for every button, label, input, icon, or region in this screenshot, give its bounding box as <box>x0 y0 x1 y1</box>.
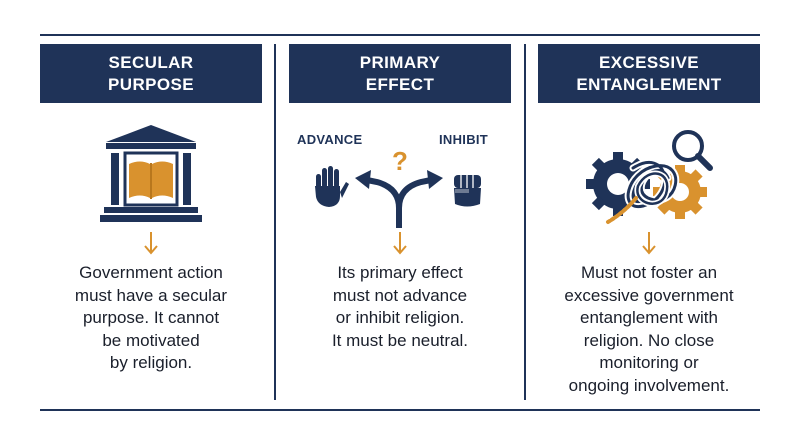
panel-description: Its primary effect must not advance or i… <box>289 262 511 352</box>
panel-secular-purpose: SECULAR PURPOSE Government action must h… <box>40 44 262 400</box>
description-line: excessive government <box>564 285 734 305</box>
description-line: Government action <box>79 263 223 282</box>
forked-arrow-question-icon: ? <box>315 146 481 228</box>
bottom-rule <box>40 409 760 411</box>
description-line: religion. No close <box>583 330 715 350</box>
tangled-gears-magnifier-icon <box>586 130 713 224</box>
description-line: entanglement with <box>580 308 718 327</box>
inhibit-label: INHIBIT <box>439 132 489 147</box>
panel-title-line: PRIMARY <box>359 52 441 72</box>
top-rule <box>40 34 760 36</box>
panel-title: PRIMARY EFFECT <box>289 44 511 103</box>
description-line: It must be neutral. <box>331 330 469 350</box>
magnifier-icon <box>672 130 713 171</box>
description-line: must have a secular <box>74 285 228 305</box>
panel-title-line: SECULAR <box>108 52 194 72</box>
column-divider-1 <box>274 44 276 400</box>
description-line: monitoring or <box>599 353 699 372</box>
advance-label: ADVANCE <box>297 132 363 147</box>
description-line: must not advance <box>332 285 468 305</box>
arrow-down-icon <box>642 232 656 255</box>
description-line: Must not foster an <box>580 263 718 282</box>
description-line: or inhibit religion. <box>335 308 465 327</box>
panel-title-line: ENTANGLEMENT <box>576 74 722 94</box>
description-line: ongoing involvement. <box>568 375 730 395</box>
panel-title: SECULAR PURPOSE <box>40 44 262 103</box>
raised-fist-icon <box>454 175 481 207</box>
description-line: Its primary effect <box>337 263 463 282</box>
arrow-down-icon <box>393 232 407 255</box>
description-line: by religion. <box>109 353 193 372</box>
raised-hand-icon <box>315 166 349 207</box>
panel-title-line: PURPOSE <box>108 74 194 94</box>
government-building-with-book-icon <box>100 125 202 222</box>
column-divider-2 <box>524 44 526 400</box>
description-line: purpose. It cannot <box>82 308 220 327</box>
panel-title-line: EFFECT <box>365 74 435 94</box>
panel-description: Must not foster an excessive government … <box>538 262 760 397</box>
panel-excessive-entanglement: EXCESSIVE ENTANGLEMENT <box>538 44 760 400</box>
panel-title-line: EXCESSIVE <box>599 52 699 72</box>
panel-title: EXCESSIVE ENTANGLEMENT <box>538 44 760 103</box>
panel-description: Government action must have a secular pu… <box>40 262 262 375</box>
panel-primary-effect: PRIMARY EFFECT ADVANCE INHIBIT <box>289 44 511 400</box>
description-line: be motivated <box>102 330 200 350</box>
arrow-down-icon <box>144 232 158 255</box>
svg-text:?: ? <box>392 146 408 176</box>
